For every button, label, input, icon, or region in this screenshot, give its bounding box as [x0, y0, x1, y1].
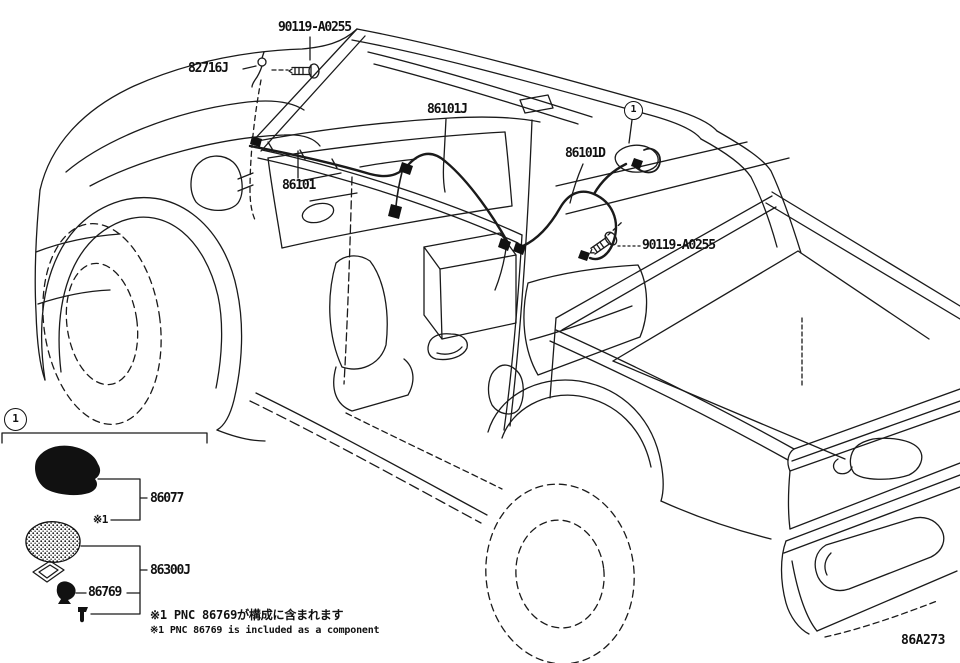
- part-label-screw-rear: 90119-A0255: [642, 238, 716, 253]
- figure-code: 86A273: [901, 633, 945, 648]
- tailgate: [787, 388, 960, 530]
- antenna-gasket-outline: [32, 560, 65, 583]
- part-label-cord-sub: 86101J: [427, 102, 468, 117]
- part-label-antenna-cover: 86077: [150, 491, 184, 506]
- side-mirror: [190, 155, 254, 212]
- door-panels: [249, 176, 524, 524]
- antenna-cord: [248, 136, 661, 291]
- rear-screw-icon: [589, 231, 618, 255]
- antenna-base-silhouette: [25, 521, 81, 563]
- callout-1-badge: 1: [624, 101, 643, 120]
- part-label-screw-top: 90119-A0255: [278, 20, 352, 35]
- footnote-ja: ※1 PNC 86769が構成に含まれます: [150, 608, 344, 622]
- part-label-antenna-base: 86300J: [150, 563, 191, 578]
- part-label-antenna-nut-kit: 86769: [88, 585, 122, 600]
- footnote-ref-mark: ※1: [93, 513, 108, 526]
- front-wheel: [40, 197, 266, 442]
- shark-fin-antenna: [614, 144, 659, 173]
- part-label-cord-rear: 86101D: [565, 146, 606, 161]
- bed-panels: [549, 191, 960, 461]
- cord-connectors: [250, 136, 590, 261]
- interior-components: [267, 131, 648, 490]
- callout-1-inset-badge: 1: [4, 408, 27, 431]
- inset-bracket: [1, 432, 208, 615]
- roof-screw-icon: [288, 63, 320, 79]
- part-label-antenna-clip: 82716J: [188, 61, 229, 76]
- rear-bumper: [780, 474, 960, 638]
- part-label-cord: 86101: [282, 178, 316, 193]
- cab-frame: [257, 28, 802, 427]
- rear-wheel: [485, 379, 772, 663]
- antenna-clip-icon: [251, 51, 267, 88]
- leader-lines: [242, 36, 641, 247]
- antenna-cover-silhouette: [35, 445, 101, 496]
- footnote-en: ※1 PNC 86769 is included as a component: [150, 625, 380, 636]
- antenna-nut-shape: [56, 581, 76, 604]
- antenna-screw-shape: [78, 607, 88, 623]
